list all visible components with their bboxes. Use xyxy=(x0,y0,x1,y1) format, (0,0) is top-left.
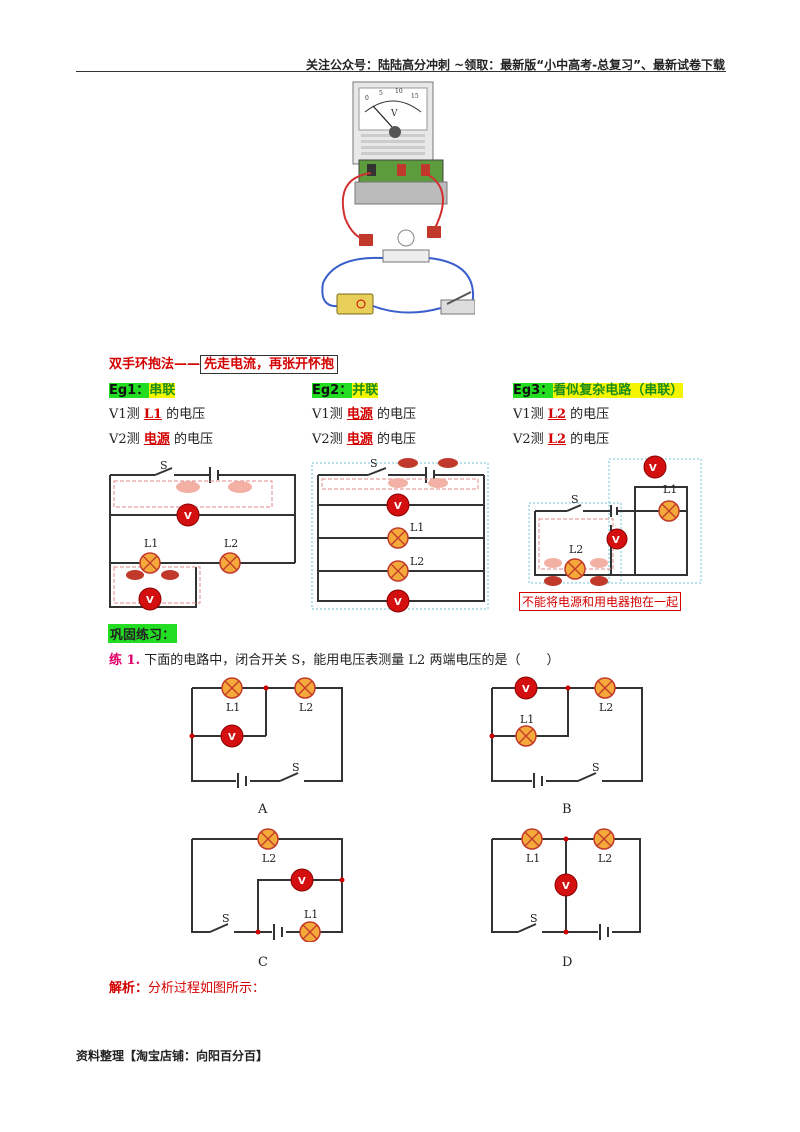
example-2-circuit: S V L1 L2 V xyxy=(311,457,489,613)
option-b-voltmeter: V xyxy=(522,684,530,695)
option-b-l2-label: L2 xyxy=(599,701,613,714)
example-2-l1-label: L1 xyxy=(410,521,424,534)
option-a-l1-label: L1 xyxy=(226,701,240,714)
question: 练 1. 下面的电路中，闭合开关 S，能用电压表测量 L2 两端电压的是（ ） xyxy=(109,649,559,668)
example-1-switch-label: S xyxy=(160,459,168,472)
option-b-l1-label: L1 xyxy=(520,713,534,726)
option-a-label: A xyxy=(258,802,268,817)
option-a-voltmeter: V xyxy=(228,732,236,743)
example-3-v2-answer: L2 xyxy=(547,432,566,447)
meter-scale-10: 10 xyxy=(395,88,403,95)
example-2-title: Eg2： xyxy=(312,383,353,398)
example-1-circuit: S V L1 L2 V xyxy=(109,459,296,611)
example-3-heading: Eg3：看似复杂电路（串联） xyxy=(513,379,684,398)
example-3-v1-line: V1测 L2 的电压 xyxy=(513,407,610,422)
example-1-l1-label: L1 xyxy=(144,537,158,550)
example-1-heading: Eg1：串联 xyxy=(109,379,176,398)
example-2-heading: Eg2：并联 xyxy=(312,379,379,398)
option-c-circuit: L2 V L1 S xyxy=(191,828,345,942)
header-divider xyxy=(76,71,726,72)
example-1-voltmeter-v1: V xyxy=(184,511,192,522)
example-3-voltmeter-v2: V xyxy=(649,463,657,474)
question-text: 下面的电路中，闭合开关 S，能用电压表测量 L2 两端电压的是（ ） xyxy=(144,653,560,668)
meter-scale-5: 5 xyxy=(379,90,383,97)
option-c-switch-label: S xyxy=(222,912,230,925)
meter-scale-15: 15 xyxy=(411,93,419,100)
example-2-v2-answer: 电源 xyxy=(346,432,373,447)
analysis-label: 解析： xyxy=(109,981,149,996)
meter-scale-0: 0 xyxy=(365,95,369,102)
option-a-circuit: L1 L2 V S xyxy=(189,677,343,788)
example-2-switch-label: S xyxy=(370,457,378,470)
option-d-voltmeter: V xyxy=(562,881,570,892)
example-1-title: Eg1： xyxy=(109,383,150,398)
section-title: 巩固练习： xyxy=(108,624,178,643)
option-a-l2-label: L2 xyxy=(299,701,313,714)
option-b-label: B xyxy=(562,802,572,817)
option-d-switch-label: S xyxy=(530,912,538,925)
example-3-circuit: S V L1 V L2 xyxy=(528,455,702,586)
example-1-voltmeter-v2: V xyxy=(146,595,154,606)
option-c-l2-label: L2 xyxy=(262,852,276,865)
example-2-type: 并联 xyxy=(352,383,379,398)
analysis-text: 分析过程如图所示： xyxy=(148,981,266,996)
example-1-type: 串联 xyxy=(149,383,176,398)
method-title-text: 双手环抱法—— xyxy=(109,357,201,372)
option-d-l1-label: L1 xyxy=(526,852,540,865)
example-1-v1-line: V1测 L1 的电压 xyxy=(109,407,206,422)
method-title: 双手环抱法——先走电流，再张开怀抱 xyxy=(109,353,339,374)
example-2-voltmeter-v1: V xyxy=(394,501,402,512)
option-d-label: D xyxy=(562,955,573,970)
option-c-label: C xyxy=(258,955,268,970)
example-3-v2-line: V2测 L2 的电压 xyxy=(513,432,610,447)
option-d-circuit: L1 L2 V S xyxy=(491,828,641,942)
example-3-voltmeter-v1: V xyxy=(612,535,620,546)
example-1-v2-answer: 电源 xyxy=(143,432,170,447)
example-2-v1-line: V1测 电源 的电压 xyxy=(312,407,416,422)
analysis: 解析：分析过程如图所示： xyxy=(109,977,265,996)
apparatus-illustration: 0 5 10 15 V xyxy=(321,81,475,315)
example-1-l2-label: L2 xyxy=(224,537,238,550)
page-header: 关注公众号：陆陆高分冲刺 ~领取：最新版“小中高考-总复习”、最新试卷下载 xyxy=(306,58,725,72)
question-number: 练 1. xyxy=(109,653,141,668)
method-boxed-text: 先走电流，再张开怀抱 xyxy=(200,355,339,374)
page-footer: 资料整理【淘宝店铺：向阳百分百】 xyxy=(76,1049,269,1063)
option-c-l1-label: L1 xyxy=(304,908,318,921)
example-2-l2-label: L2 xyxy=(410,555,424,568)
example-2-voltmeter-v2: V xyxy=(394,597,402,608)
example-3-title: Eg3： xyxy=(513,383,554,398)
option-d-l2-label: L2 xyxy=(598,852,612,865)
option-b-circuit: V L2 L1 S xyxy=(489,676,643,788)
option-c-voltmeter: V xyxy=(298,876,306,887)
example-2-v1-answer: 电源 xyxy=(346,407,373,422)
example-3-type: 看似复杂电路（串联） xyxy=(553,383,684,398)
example-3-note: 不能将电源和用电器抱在一起 xyxy=(519,592,682,611)
option-a-switch-label: S xyxy=(292,761,300,774)
example-3-v1-answer: L2 xyxy=(547,407,566,422)
option-b-switch-label: S xyxy=(592,761,600,774)
example-2-v2-line: V2测 电源 的电压 xyxy=(312,432,416,447)
example-3-switch-label: S xyxy=(571,493,579,506)
meter-unit: V xyxy=(390,109,398,119)
example-1-v1-answer: L1 xyxy=(143,407,162,422)
example-1-v2-line: V2测 电源 的电压 xyxy=(109,432,213,447)
example-3-l2-label: L2 xyxy=(569,543,583,556)
example-3-l1-label: L1 xyxy=(663,483,677,496)
